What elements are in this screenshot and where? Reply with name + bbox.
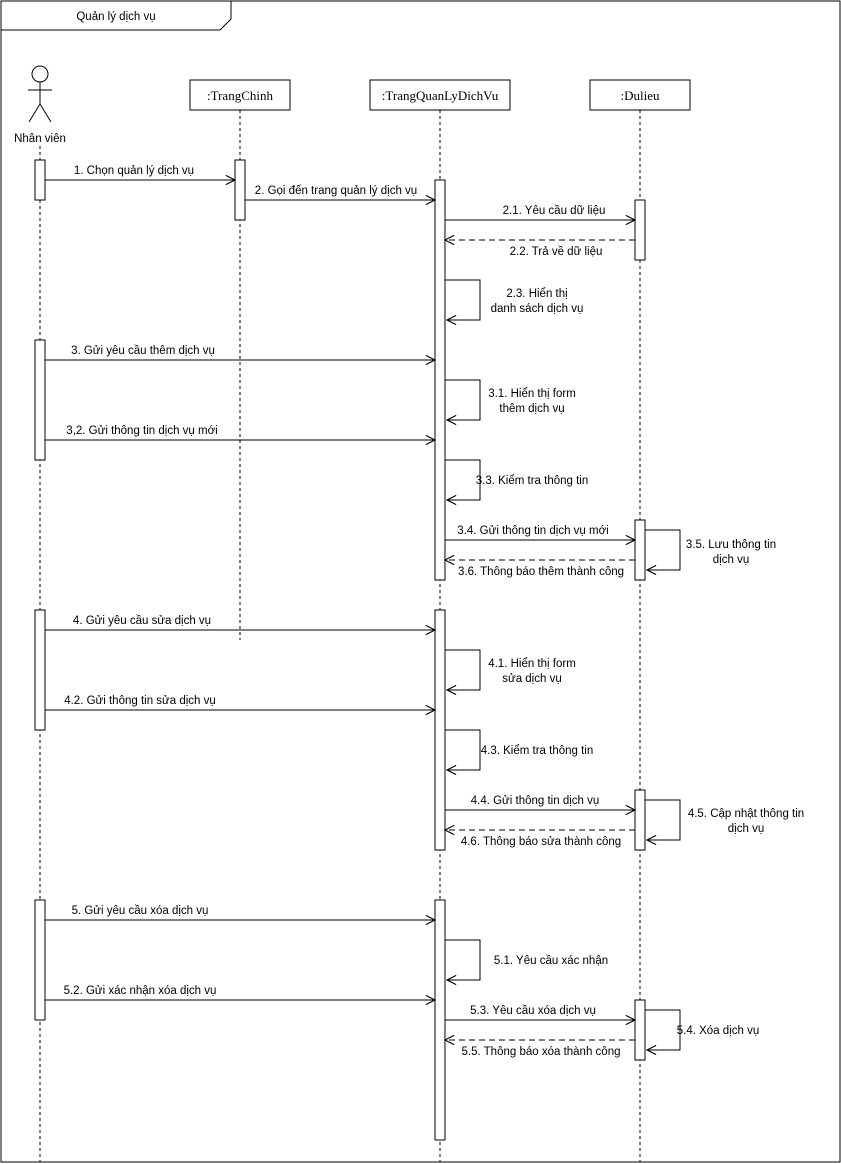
frame-title: Quản lý dịch vụ [76, 11, 155, 23]
message-m46: 4.6. Thông báo sửa thành công [445, 830, 635, 848]
message-label: 5.5. Thông báo xóa thành công [461, 1046, 620, 1058]
message-m53: 5.3. Yêu cầu xóa dịch vụ [445, 1005, 635, 1020]
messages: 1. Chọn quản lý dịch vụ 2. Gọi đến trang … [45, 165, 804, 1058]
message-label: 1. Chọn quản lý dịch vụ [74, 165, 194, 177]
self-message-arrow [445, 729, 481, 770]
message-label: 4. Gửi yêu cầu sửa dịch vụ [73, 615, 211, 627]
message-label: 3.6. Thông báo thêm thành công [458, 566, 624, 578]
self-message-arrow [445, 459, 481, 500]
actor-left-leg [28, 103, 41, 123]
activation-bar [434, 899, 446, 1141]
self-message-m23: 2.3. Hiển thị danh sách dịch vụ [445, 279, 584, 320]
activation-bar [434, 609, 446, 851]
message-m42: 4.2. Gửi thông tin sửa dịch vụ [45, 695, 435, 710]
self-message-m31: 3.1. Hiển thị form thêm dịch vụ [445, 379, 576, 420]
actor-head [31, 65, 49, 83]
message-m5: 5. Gửi yêu cầu xóa dịch vụ [45, 905, 435, 920]
self-message-m43: 4.3. Kiểm tra thông tin [445, 729, 594, 770]
actor-nhan-vien: Nhân viên [14, 65, 66, 145]
activation-bar [34, 609, 46, 731]
message-label: 4.3. Kiểm tra thông tin [481, 745, 594, 757]
message-label: 5. Gửi yêu cầu xóa dịch vụ [72, 905, 209, 917]
message-m2: 2. Gọi đến trang quản lý dịch vụ [245, 185, 435, 200]
lifeline-header-trangquanlydichvu: :TrangQuanLyDichVu [369, 79, 511, 111]
activation-bar [634, 519, 646, 581]
message-label: 5.2. Gửi xác nhận xóa dịch vụ [64, 985, 217, 997]
message-m4: 4. Gửi yêu cầu sửa dịch vụ [45, 615, 435, 630]
message-m34: 3.4. Gửi thông tin dịch vụ mới [445, 525, 635, 540]
activation-bar [34, 159, 46, 201]
activation-bar [434, 179, 446, 581]
message-m44: 4.4. Gửi thông tin dịch vụ [445, 795, 635, 810]
message-label: 4.4. Gửi thông tin dịch vụ [471, 795, 600, 807]
message-label: 3.1. Hiển thị form [488, 388, 576, 400]
message-label: 4.5. Cập nhật thông tin [688, 808, 804, 820]
message-label: thêm dịch vụ [499, 403, 564, 415]
lifeline-header-label: :TrangQuanLyDichVu [382, 88, 499, 103]
message-label: 5.4. Xóa dịch vụ [677, 1025, 759, 1037]
message-label: 3. Gửi yêu cầu thêm dịch vụ [71, 345, 215, 357]
message-m21: 2.1. Yêu cầu dữ liệu [445, 205, 635, 220]
message-m1: 1. Chọn quản lý dịch vụ [45, 165, 235, 180]
message-label: 5.1. Yêu cầu xác nhận [494, 955, 608, 967]
activation-bar [634, 999, 646, 1061]
self-message-arrow [645, 1009, 681, 1050]
activation-bar [34, 339, 46, 461]
message-label: dịch vụ [728, 823, 764, 835]
self-message-m41: 4.1. Hiển thị form sửa dịch vụ [445, 649, 576, 690]
message-label: 3.4. Gửi thông tin dịch vụ mới [457, 525, 608, 537]
message-m32: 3,2. Gửi thông tin dịch vụ mới [45, 425, 435, 440]
message-label: 3,2. Gửi thông tin dịch vụ mới [66, 425, 217, 437]
message-label: 3.3. Kiểm tra thông tin [476, 475, 589, 487]
self-message-m33: 3.3. Kiểm tra thông tin [445, 459, 589, 500]
message-label: 2.2. Trả về dữ liệu [510, 246, 603, 258]
activation-bars [34, 159, 646, 1141]
self-message-arrow [445, 379, 481, 420]
lifeline-header-label: :TrangChinh [207, 88, 273, 103]
message-m52: 5.2. Gửi xác nhận xóa dịch vụ [45, 985, 435, 1000]
message-label: 4.2. Gửi thông tin sửa dịch vụ [64, 695, 216, 707]
self-message-arrow [445, 279, 481, 320]
self-message-m45: 4.5. Cập nhật thông tin dịch vụ [645, 799, 804, 840]
message-label: 2.1. Yêu cầu dữ liệu [503, 205, 606, 217]
message-m22: 2.2. Trả về dữ liệu [445, 240, 635, 258]
message-label: dịch vụ [713, 554, 749, 566]
self-message-arrow [645, 529, 681, 570]
lifeline-header-box [589, 79, 691, 111]
activation-bar [34, 899, 46, 1021]
self-message-m54: 5.4. Xóa dịch vụ [645, 1009, 759, 1050]
lifeline-header-dulieu: :Dulieu [589, 79, 691, 111]
self-message-m51: 5.1. Yêu cầu xác nhận [445, 939, 608, 980]
lifeline-header-box [189, 79, 291, 111]
lifeline-header-box [369, 79, 511, 111]
message-label: danh sách dịch vụ [491, 303, 584, 315]
self-message-arrow [445, 939, 481, 980]
message-label: sửa dịch vụ [502, 673, 561, 685]
self-message-arrow [445, 649, 481, 690]
frame-title-tab [1, 1, 232, 31]
message-m36: 3.6. Thông báo thêm thành công [445, 560, 635, 578]
message-m3: 3. Gửi yêu cầu thêm dịch vụ [45, 345, 435, 360]
lifeline-header-trangchinh: :TrangChinh [189, 79, 291, 111]
message-label: 4.6. Thông báo sửa thành công [461, 836, 621, 848]
message-label: 5.3. Yêu cầu xóa dịch vụ [470, 1005, 596, 1017]
lifeline-header-label: :Dulieu [621, 88, 660, 103]
actor-label: Nhân viên [14, 133, 66, 145]
self-message-arrow [645, 799, 681, 840]
activation-bar [234, 159, 246, 221]
message-label: 2.3. Hiển thị [506, 288, 567, 300]
message-label: 3.5. Lưu thông tin [686, 539, 776, 551]
message-m55: 5.5. Thông báo xóa thành công [445, 1040, 635, 1058]
message-label: 2. Gọi đến trang quản lý dịch vụ [255, 185, 417, 197]
actor-right-leg [39, 103, 52, 123]
self-message-m35: 3.5. Lưu thông tin dịch vụ [645, 529, 776, 570]
activation-bar [634, 789, 646, 851]
activation-bar [634, 199, 646, 261]
message-label: 4.1. Hiển thị form [488, 658, 576, 670]
